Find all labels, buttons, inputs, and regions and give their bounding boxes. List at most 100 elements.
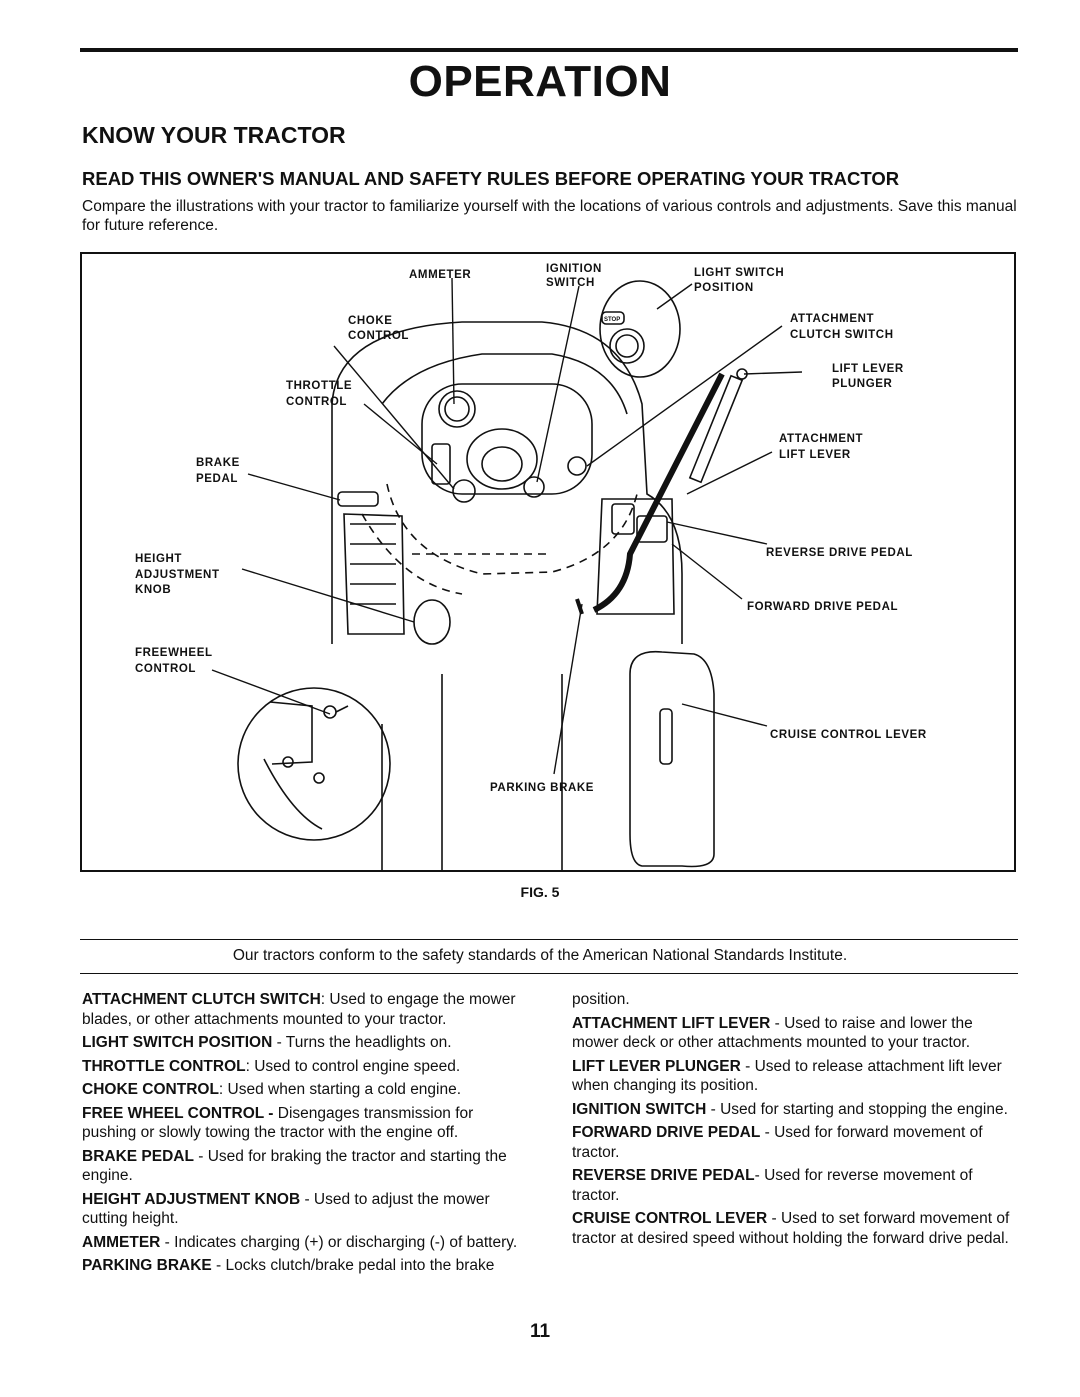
- label-attach-lift-1: ATTACHMENT: [779, 433, 863, 445]
- label-throttle-1: THROTTLE: [286, 380, 352, 392]
- definition-term: REVERSE DRIVE PEDAL: [572, 1167, 755, 1184]
- definition-term: PARKING BRAKE: [82, 1257, 212, 1274]
- definition-term: AMMETER: [82, 1233, 161, 1251]
- definition-text: - Used to raise and lower the mower deck…: [572, 1014, 973, 1052]
- page-number: 11: [529, 1321, 551, 1342]
- label-height-1: HEIGHT: [135, 553, 182, 565]
- definition-item: CRUISE CONTROL LEVER - Used to set forwa…: [572, 1209, 1018, 1248]
- header-rule: [80, 48, 1018, 52]
- ammeter-gauge: [438, 390, 476, 428]
- definition-item: CHOKE CONTROL: Used when starting a cold…: [82, 1080, 526, 1100]
- definition-term: CRUISE CONTROL LEVER: [572, 1210, 768, 1227]
- label-lift-plunger-1: LIFT LEVER: [832, 363, 904, 375]
- ignition-key: [523, 476, 545, 498]
- definition-item: LIFT LEVER PLUNGER - Used to release att…: [572, 1057, 1018, 1096]
- definition-text: : Used to engage the mower blades, or ot…: [82, 991, 516, 1028]
- definition-text: - Used to set forward movement of tracto…: [572, 1210, 1010, 1247]
- brake-pedal: [337, 491, 379, 507]
- definition-term: IGNITION SWITCH: [572, 1100, 707, 1118]
- definition-continuation: position.: [572, 991, 630, 1008]
- label-height-3: KNOB: [135, 584, 171, 596]
- label-forward: FORWARD DRIVE PEDAL: [747, 601, 898, 613]
- cruise-control-housing: [629, 650, 715, 868]
- choke-knob: [452, 479, 476, 503]
- definition-text: - Used to adjust the mower cutting heigh…: [82, 1190, 490, 1228]
- definition-term: FREE WHEEL CONTROL -: [82, 1104, 278, 1122]
- figure-illustration: AMMETER IGNITION SWITCH LIGHT SWITCH POS…: [80, 252, 1016, 872]
- definition-term: ATTACHMENT LIFT LEVER: [572, 1014, 771, 1032]
- definition-term: CHOKE CONTROL: [82, 1081, 219, 1098]
- label-parking: PARKING BRAKE: [490, 782, 594, 794]
- label-ignition-1: IGNITION: [546, 263, 602, 275]
- steering-column: [466, 428, 538, 490]
- label-ammeter: AMMETER: [409, 269, 471, 281]
- ignition-magnified: [599, 280, 681, 378]
- definition-item: ATTACHMENT LIFT LEVER - Used to raise an…: [572, 1014, 1018, 1053]
- label-choke-1: CHOKE: [348, 315, 393, 327]
- definition-term: LIFT LEVER PLUNGER: [572, 1057, 741, 1075]
- standards-note: Our tractors conform to the safety stand…: [232, 947, 848, 964]
- definition-item: HEIGHT ADJUSTMENT KNOB - Used to adjust …: [82, 1190, 526, 1229]
- label-attach-clutch-1: ATTACHMENT: [790, 313, 874, 325]
- definition-item: THROTTLE CONTROL: Used to control engine…: [82, 1057, 526, 1077]
- definition-item: IGNITION SWITCH - Used for starting and …: [572, 1100, 1018, 1120]
- definitions-left-column: ATTACHMENT CLUTCH SWITCH: Used to engage…: [82, 990, 526, 1280]
- definition-item: LIGHT SWITCH POSITION - Turns the headli…: [82, 1033, 526, 1053]
- reverse-pedal: [611, 503, 635, 535]
- label-freewheel-1: FREEWHEEL: [135, 647, 213, 659]
- cruise-control-lever: [659, 708, 673, 765]
- definition-text: Disengages transmission for pushing or s…: [82, 1104, 474, 1142]
- label-ignition-2: SWITCH: [546, 277, 595, 289]
- lift-lever-grip: [688, 374, 744, 484]
- label-attach-lift-2: LIFT LEVER: [779, 449, 851, 461]
- divider-rule-2: [80, 973, 1018, 974]
- label-brake-1: BRAKE: [196, 457, 240, 469]
- light-switch-knob: [567, 456, 587, 476]
- definition-term: HEIGHT ADJUSTMENT KNOB: [82, 1190, 301, 1208]
- definition-text: : Used when starting a cold engine.: [218, 1081, 462, 1098]
- height-adjustment-knob-shape: [413, 599, 451, 645]
- definition-text: - Indicates charging (+) or discharging …: [160, 1233, 518, 1251]
- label-stop: STOP: [604, 317, 620, 323]
- subheading: READ THIS OWNER'S MANUAL AND SAFETY RULE…: [82, 168, 900, 189]
- throttle-lever: [431, 443, 451, 485]
- label-light-2: POSITION: [694, 282, 754, 294]
- definition-text: - Used for starting and stopping the eng…: [706, 1100, 1008, 1118]
- figure-caption: FIG. 5: [520, 884, 560, 900]
- definition-text: - Used for braking the tractor and start…: [82, 1147, 507, 1185]
- definition-item: ATTACHMENT CLUTCH SWITCH: Used to engage…: [82, 990, 526, 1029]
- definition-item: REVERSE DRIVE PEDAL- Used for reverse mo…: [572, 1166, 1018, 1205]
- definition-term: LIGHT SWITCH POSITION: [82, 1034, 273, 1051]
- definition-term: BRAKE PEDAL: [82, 1147, 194, 1165]
- section-title: KNOW YOUR TRACTOR: [82, 122, 346, 148]
- label-choke-2: CONTROL: [348, 330, 409, 342]
- definition-item: AMMETER - Indicates charging (+) or disc…: [82, 1233, 526, 1253]
- definition-item: PARKING BRAKE - Locks clutch/brake pedal…: [82, 1256, 526, 1276]
- definition-item: FREE WHEEL CONTROL - Disengages transmis…: [82, 1104, 526, 1143]
- label-reverse: REVERSE DRIVE PEDAL: [766, 547, 913, 559]
- definition-term: THROTTLE CONTROL: [82, 1057, 246, 1075]
- definition-term: FORWARD DRIVE PEDAL: [572, 1124, 761, 1141]
- definition-term: ATTACHMENT CLUTCH SWITCH: [82, 991, 321, 1008]
- lift-lever: [592, 372, 725, 613]
- divider-rule: [80, 939, 1018, 940]
- label-freewheel-2: CONTROL: [135, 663, 196, 675]
- definition-text: - Used to release attachment lift lever …: [572, 1057, 1002, 1095]
- definition-item: BRAKE PEDAL - Used for braking the tract…: [82, 1147, 526, 1186]
- label-light-1: LIGHT SWITCH: [694, 267, 784, 279]
- dashboard: [421, 383, 593, 495]
- definition-text: - Locks clutch/brake pedal into the brak…: [211, 1257, 495, 1274]
- label-lift-plunger-2: PLUNGER: [832, 378, 893, 390]
- page-header-title: OPERATION: [408, 57, 672, 106]
- definition-text: - Used for forward movement of tractor.: [572, 1124, 983, 1161]
- intro-paragraph: Compare the illustrations with your trac…: [82, 198, 1017, 234]
- definition-item: FORWARD DRIVE PEDAL - Used for forward m…: [572, 1123, 1018, 1162]
- tractor-controls-diagram: AMMETER IGNITION SWITCH LIGHT SWITCH POS…: [135, 263, 926, 870]
- left-footrest: [343, 513, 405, 635]
- freewheel-magnified: [237, 687, 391, 841]
- right-footrest: [596, 498, 675, 615]
- label-brake-2: PEDAL: [196, 473, 238, 485]
- label-throttle-2: CONTROL: [286, 396, 347, 408]
- hood-edge: [381, 353, 628, 415]
- definition-text: : Used to control engine speed.: [245, 1057, 461, 1075]
